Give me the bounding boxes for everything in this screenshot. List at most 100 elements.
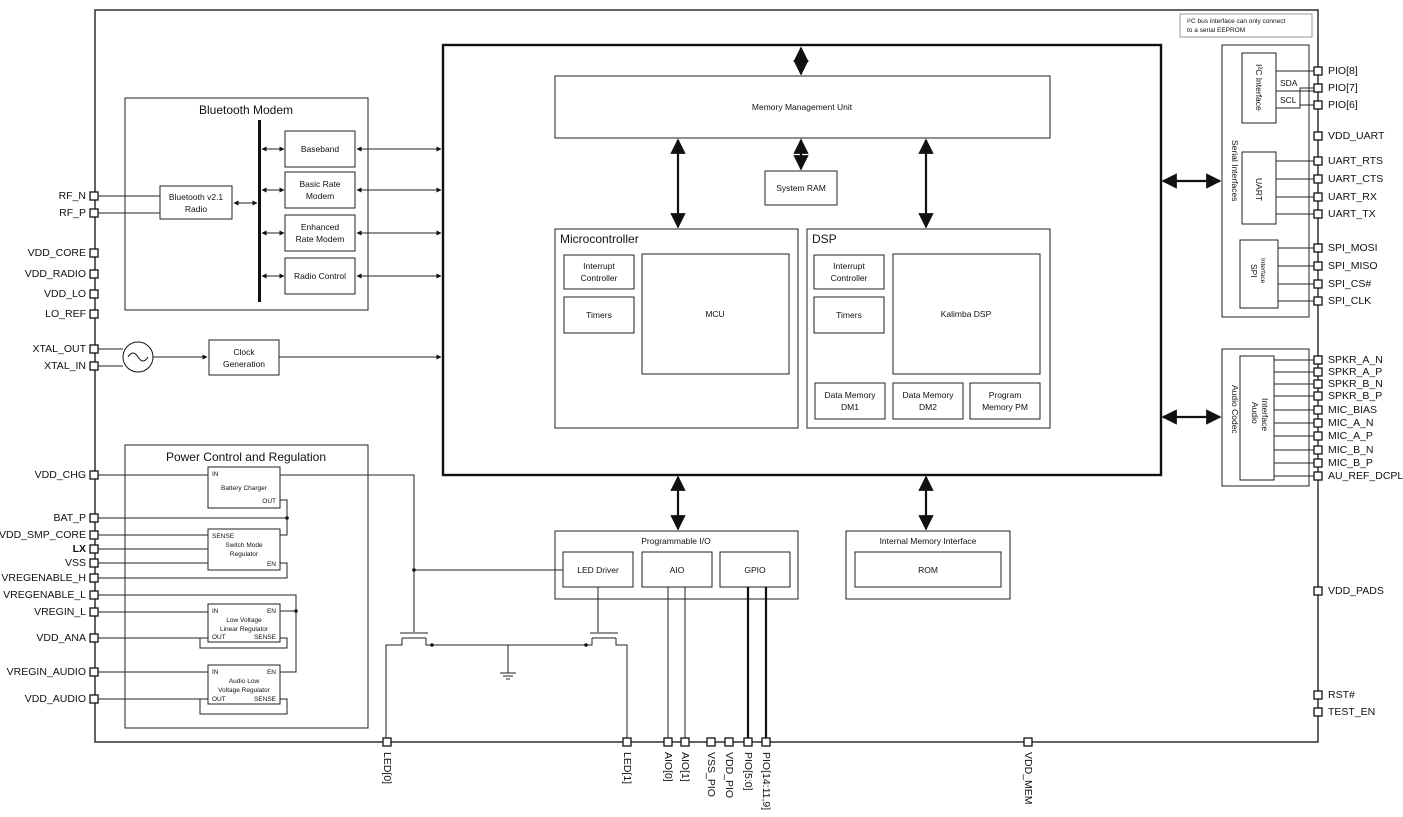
pin-label: VREGIN_L [34,606,86,618]
pin-vregenable-l[interactable]: VREGENABLE_L [3,589,99,601]
switch-mode-regulator-block[interactable]: SENSE Switch Mode Regulator EN [207,528,281,571]
pin-aio-1[interactable]: AIO[1] [679,737,691,782]
pin-pio-6[interactable]: PIO[6] [1313,99,1358,111]
pin-pio-8[interactable]: PIO[8] [1313,65,1358,77]
port-label: SENSE [212,533,235,540]
mcu-interrupt-controller[interactable]: Interrupt Controller [563,254,635,290]
pin-spkr-b-n[interactable]: SPKR_B_N [1313,378,1383,390]
pin-pio-5-0[interactable]: PIO[5:0] [742,737,754,791]
pin-spi-clk[interactable]: SPI_CLK [1313,295,1371,307]
memory-management-unit[interactable]: Memory Management Unit [554,75,1051,139]
pin-rf-p[interactable]: RF_P [59,207,99,219]
audio-interface-block[interactable]: Audio Interface [1239,355,1275,481]
microcontroller-title: Microcontroller [560,232,639,246]
dsp-interrupt-controller[interactable]: Interrupt Controller [813,254,885,290]
pin-label: LO_REF [45,308,86,320]
pin-mic-a-n[interactable]: MIC_A_N [1313,417,1374,429]
power-title: Power Control and Regulation [166,450,326,464]
pin-vdd-lo[interactable]: VDD_LO [44,288,99,300]
audio-codec: Audio Codec Audio Interface [1221,348,1310,487]
bluetooth-radio-block[interactable]: Bluetooth v2.1 Radio [159,185,233,220]
pin-pio-7[interactable]: PIO[7] [1313,82,1358,94]
pin-spkr-a-p[interactable]: SPKR_A_P [1313,366,1382,378]
pin-xtal-in[interactable]: XTAL_IN [44,360,99,372]
pin-uart-rts[interactable]: UART_RTS [1313,155,1383,167]
pin-rf-n[interactable]: RF_N [59,190,99,202]
aio-block[interactable]: AIO [641,551,713,588]
pin-test-en[interactable]: TEST_EN [1313,706,1375,718]
pin-mic-bias[interactable]: MIC_BIAS [1313,404,1377,416]
spi-interface-block[interactable]: SPI Interface [1239,239,1279,309]
pin-label: MIC_B_N [1328,444,1374,456]
radio-control-block[interactable]: Radio Control [284,257,356,295]
pin-spi-mosi[interactable]: SPI_MOSI [1313,242,1378,254]
mcu[interactable]: MCU [641,253,790,375]
uart-block[interactable]: UART [1241,151,1277,225]
data-memory-dm2[interactable]: Data Memory DM2 [892,382,964,420]
block-label: Interface [1259,258,1266,284]
system-ram[interactable]: System RAM [764,170,838,206]
pin-au-ref-dcpl[interactable]: AU_REF_DCPL [1313,470,1403,482]
pin-led-1[interactable]: LED[1] [621,737,633,784]
pin-vdd-core[interactable]: VDD_CORE [28,247,99,259]
block-label: SPI [1249,264,1259,278]
pin-vss-pio[interactable]: VSS_PIO [705,737,717,797]
pin-label: AU_REF_DCPL [1328,470,1403,482]
clock-generation-block[interactable]: Clock Generation [208,339,280,376]
port-label: SENSE [254,696,277,703]
pin-label: SPKR_A_P [1328,366,1382,378]
block-label: Audio Low [229,678,260,685]
i2c-interface-block[interactable]: I²C Interface [1241,52,1277,124]
pin-mic-b-p[interactable]: MIC_B_P [1313,457,1373,469]
pin-rst[interactable]: RST# [1313,689,1355,701]
pin-lo-ref[interactable]: LO_REF [45,308,99,320]
pin-vdd-pio[interactable]: VDD_PIO [723,737,735,798]
pin-mic-a-p[interactable]: MIC_A_P [1313,430,1373,442]
pin-spi-miso[interactable]: SPI_MISO [1313,260,1378,272]
pin-mic-b-n[interactable]: MIC_B_N [1313,444,1374,456]
pin-vdd-smp-core[interactable]: VDD_SMP_CORE [0,529,99,541]
low-voltage-linear-regulator-block[interactable]: IN EN Low Voltage Linear Regulator OUT S… [207,603,281,643]
pin-spi-cs[interactable]: SPI_CS# [1313,278,1371,290]
basic-rate-modem-block[interactable]: Basic Rate Modem [284,171,356,209]
pin-uart-cts[interactable]: UART_CTS [1313,173,1383,185]
pin-vdd-mem[interactable]: VDD_MEM [1022,737,1034,805]
data-memory-dm1[interactable]: Data Memory DM1 [814,382,886,420]
pin-bat-p[interactable]: BAT_P [54,512,99,524]
pin-vregin-l[interactable]: VREGIN_L [34,606,99,618]
rom-block[interactable]: ROM [854,551,1002,588]
pin-led-0[interactable]: LED[0] [381,737,393,784]
gpio-block[interactable]: GPIO [719,551,791,588]
pin-vdd-pads[interactable]: VDD_PADS [1313,585,1384,597]
pin-vdd-ana[interactable]: VDD_ANA [36,632,99,644]
dsp-timers[interactable]: Timers [813,296,885,334]
led-driver-block[interactable]: LED Driver [562,551,634,588]
baseband-block[interactable]: Baseband [284,130,356,168]
power-control-regulation: Power Control and Regulation IN Battery … [124,444,369,729]
pin-aio-0[interactable]: AIO[0] [662,737,674,782]
pin-vdd-chg[interactable]: VDD_CHG [35,469,99,481]
pin-xtal-out[interactable]: XTAL_OUT [33,343,99,355]
battery-charger-block[interactable]: IN Battery Charger OUT [207,466,281,509]
mcu-timers[interactable]: Timers [563,296,635,334]
pin-vregenable-h[interactable]: VREGENABLE_H [1,572,99,584]
program-memory-pm[interactable]: Program Memory PM [969,382,1041,420]
audio-low-voltage-regulator-block[interactable]: IN EN Audio Low Voltage Regulator OUT SE… [207,664,281,705]
pin-vdd-radio[interactable]: VDD_RADIO [25,268,99,280]
enhanced-rate-modem-block[interactable]: Enhanced Rate Modem [284,214,356,252]
sine-wave-icon [127,352,149,362]
pin-vss[interactable]: VSS [65,557,99,569]
pin-uart-rx[interactable]: UART_RX [1313,191,1377,203]
pin-label: RST# [1328,689,1355,701]
pin-vdd-uart[interactable]: VDD_UART [1313,130,1385,142]
kalimba-dsp[interactable]: Kalimba DSP [892,253,1041,375]
pin-pio-14-11-9[interactable]: PIO[14:11,9] [760,737,772,810]
pin-vregin-audio[interactable]: VREGIN_AUDIO [7,666,99,678]
pin-uart-tx[interactable]: UART_TX [1313,208,1376,220]
bluetooth-modem: Bluetooth Modem Bluetooth v2.1 Radio Bas… [124,97,442,311]
pin-vdd-audio[interactable]: VDD_AUDIO [25,693,99,705]
pin-lx[interactable]: LX [73,543,99,555]
pin-spkr-a-n[interactable]: SPKR_A_N [1313,354,1383,366]
pin-label: TEST_EN [1328,706,1375,718]
pin-spkr-b-p[interactable]: SPKR_B_P [1313,390,1382,402]
